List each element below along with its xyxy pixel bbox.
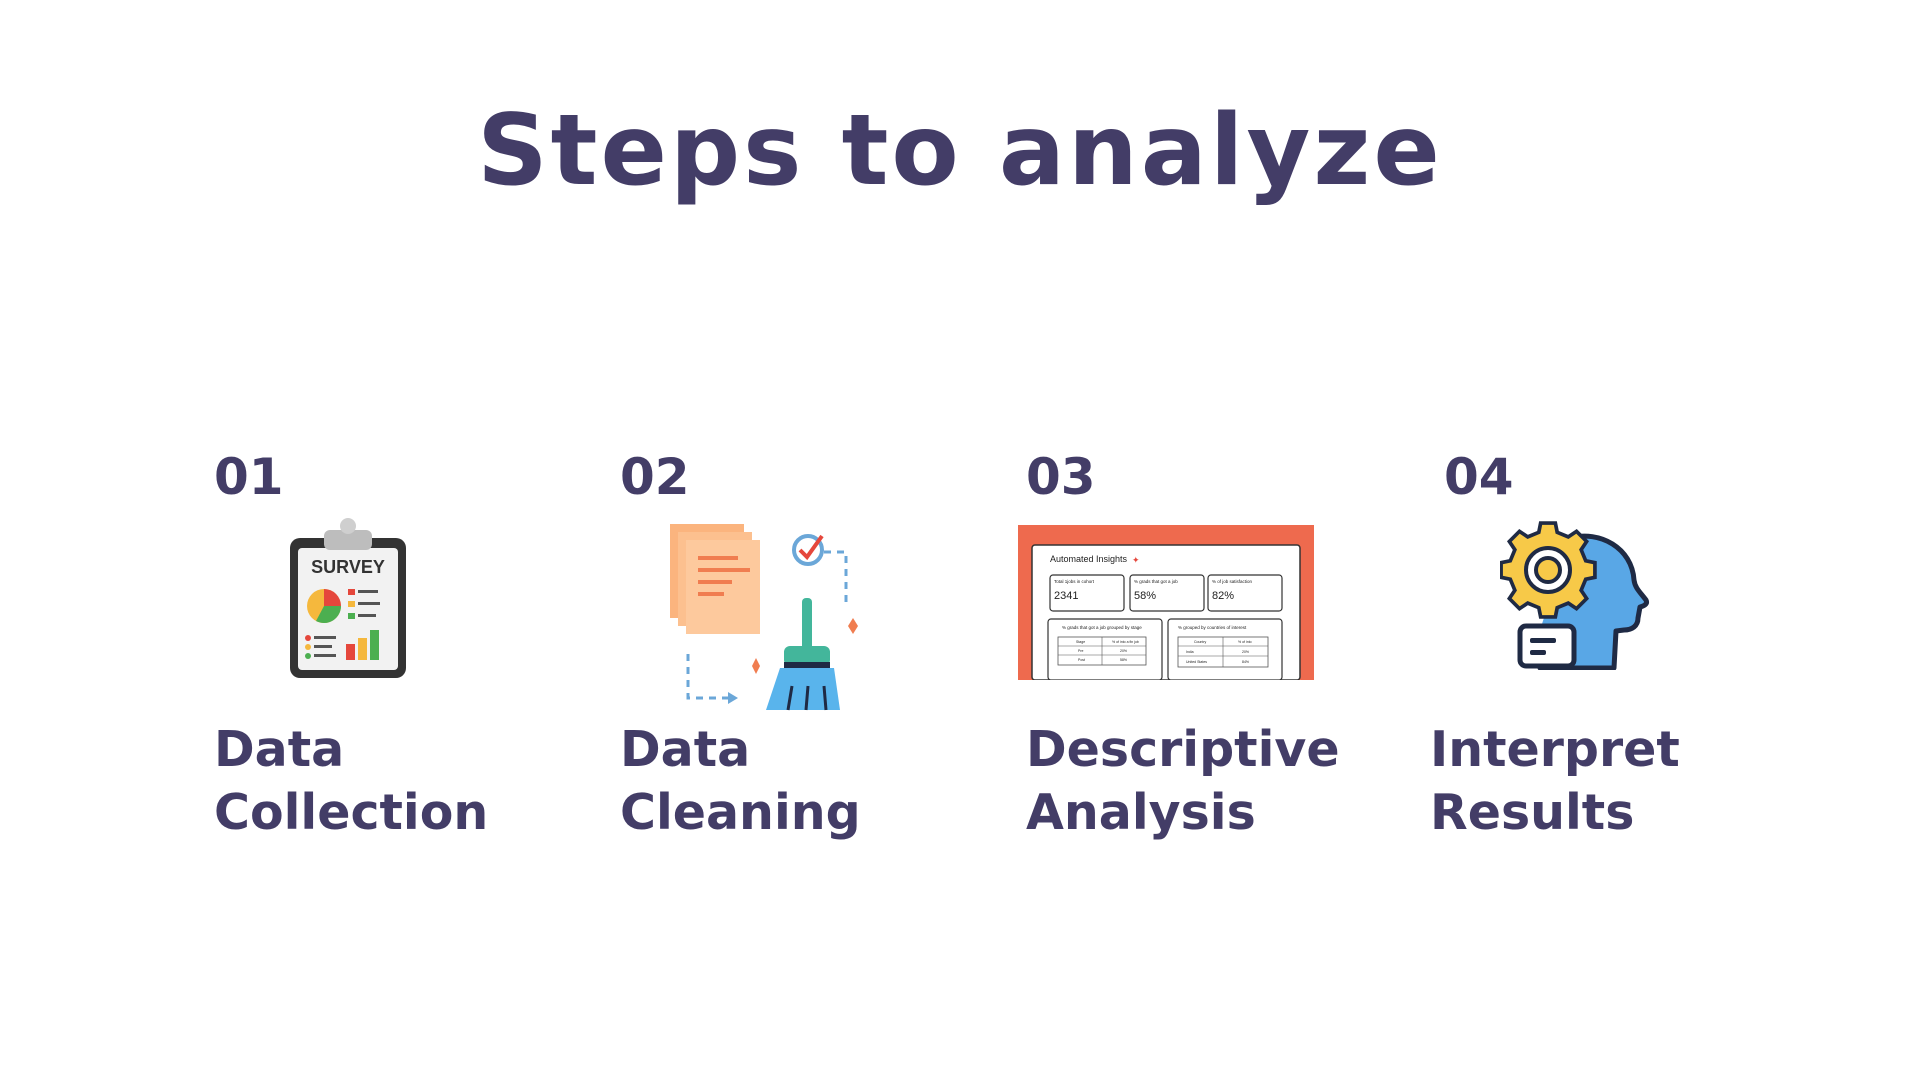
svg-text:Post: Post	[1078, 658, 1085, 662]
svg-text:58%: 58%	[1120, 658, 1127, 662]
svg-text:Country: Country	[1194, 640, 1207, 644]
svg-text:SURVEY: SURVEY	[311, 557, 385, 577]
svg-text:Pre: Pre	[1078, 649, 1084, 653]
svg-text:% grads that got a job grouped: % grads that got a job grouped by stage	[1062, 625, 1142, 630]
svg-text:Total 1jobs in cohort: Total 1jobs in cohort	[1054, 579, 1095, 584]
svg-text:% of job satisfaction: % of job satisfaction	[1212, 579, 1253, 584]
svg-text:% of into: % of into	[1238, 640, 1252, 644]
step-number: 01	[214, 448, 284, 506]
svg-text:% grouped by countries of inte: % grouped by countries of interest	[1178, 625, 1247, 630]
svg-text:84%: 84%	[1242, 660, 1249, 664]
documents-broom-icon	[670, 524, 858, 711]
svg-text:% grads that got a job: % grads that got a job	[1134, 579, 1178, 584]
survey-clipboard-icon: SURVEY	[290, 518, 406, 678]
svg-text:2341: 2341	[1054, 590, 1078, 602]
svg-text:20%: 20%	[1242, 650, 1249, 654]
svg-text:Stage: Stage	[1076, 640, 1085, 644]
gear-head-icon	[1500, 521, 1649, 670]
svg-text:82%: 82%	[1212, 590, 1234, 602]
svg-text:United States: United States	[1186, 660, 1207, 664]
svg-text:20%: 20%	[1120, 649, 1127, 653]
automated-insights-thumbnail: Automated Insights ✦ Total 1jobs in coho…	[1018, 525, 1314, 680]
svg-text:India: India	[1186, 650, 1194, 654]
step-number: 03	[1026, 448, 1096, 506]
step-number: 02	[620, 448, 690, 506]
svg-text:Automated Insights: Automated Insights	[1050, 554, 1128, 564]
svg-text:✦: ✦	[1132, 556, 1140, 566]
page-title: Steps to analyze	[477, 94, 1443, 208]
svg-text:% of into a fin job: % of into a fin job	[1112, 640, 1139, 644]
svg-text:58%: 58%	[1134, 590, 1156, 602]
step-number: 04	[1444, 448, 1514, 506]
